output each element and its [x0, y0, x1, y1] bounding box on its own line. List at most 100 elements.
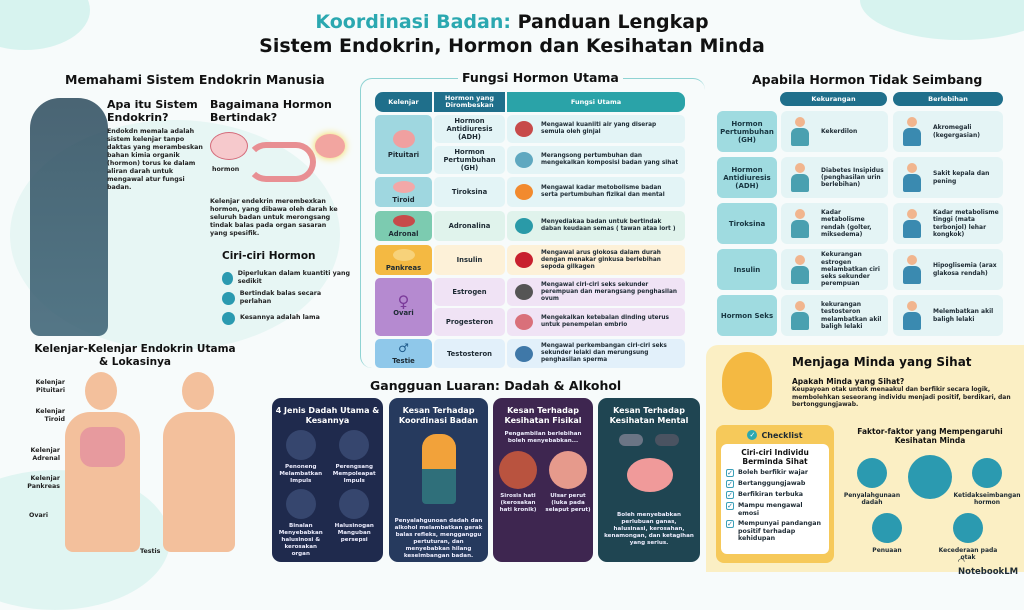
check-circle-icon: ✓: [747, 430, 758, 440]
checklist-card: ✓Checklist Ciri-ciri Individu Berminda S…: [716, 425, 834, 563]
hormone-progesteron: Progesteron: [434, 308, 505, 336]
human-body-illustration: [30, 98, 108, 336]
imbalance-row-label: Hormon Pertumbuhan (GH): [717, 111, 777, 152]
gland-tiroid: Tiroid: [375, 177, 432, 207]
notebooklm-logo-icon: ◠: [958, 557, 965, 567]
pill-icon: [857, 458, 887, 488]
thyroid-icon: [392, 180, 415, 193]
imbalance-row-label: Insulin: [717, 249, 777, 290]
blood-drop-icon: [515, 252, 533, 268]
person-icon: [903, 162, 921, 193]
brain-icon: [392, 130, 415, 148]
imbalance-deficit: Kekurangan estrogen melambatkan ciri sek…: [781, 249, 888, 290]
function-estrogen: Mengawal ciri-ciri seks sekunder perempu…: [507, 278, 685, 306]
function-insulin: Mengawal arus glokosa dalam durah dengan…: [507, 245, 685, 275]
checkbox-checked-icon: ✓: [726, 469, 734, 477]
label-tiroid: Kelenjar Tiroid: [35, 408, 65, 423]
checklist-item: ✓Boleh berfikir wajar: [726, 469, 809, 477]
label-testis: Testis: [140, 548, 161, 555]
hormone-estrogen: Estrogen: [434, 278, 505, 306]
imbalance-excess: Sakit kepala dan pening: [893, 157, 1003, 198]
coordination-card: Kesan Terhadap Koordinasi Badan Penyalah…: [389, 398, 488, 562]
header-excess: Berlebihan: [893, 92, 1003, 106]
imbalance-excess: Kadar metabolisme tinggi (mata terbonjol…: [893, 203, 1003, 244]
front-body-illustration: [50, 372, 160, 552]
back-body-illustration: [160, 372, 240, 552]
checkbox-checked-icon: ✓: [726, 480, 734, 488]
checklist-item: ✓Berfikiran terbuka: [726, 491, 804, 499]
brain-storm-icon: [619, 434, 679, 494]
label-ovari: Ovari: [29, 512, 48, 519]
imbalance-deficit: Diabetes Insipidus (penghasilan urin ber…: [781, 157, 888, 198]
elderly-person-icon: [872, 513, 902, 543]
function-gh: Merangsong pertumbuhan dan mengekalkan k…: [507, 146, 685, 174]
hormone-testosteron: Testosteron: [434, 339, 505, 368]
kidney-icon: [392, 214, 415, 227]
droplet-icon: [222, 271, 233, 285]
header-deficit: Kekurangan: [780, 92, 887, 106]
factor-drugs: Penyalahgunaan dadah: [842, 458, 902, 506]
person-icon: [791, 116, 809, 147]
imbalance-excess: Melembatkan akil baligh lelaki: [893, 295, 1003, 336]
gland-pankreas: Pankreas: [375, 245, 432, 275]
function-adrenalina: Menyediakaa badan untuk bertindak daban …: [507, 211, 685, 241]
how-section: Bagaimana Hormon Bertindak? hormon Kelen…: [210, 98, 350, 237]
person-icon: [791, 162, 809, 193]
stomach-icon: [549, 451, 587, 489]
kidney-icon: [515, 121, 533, 137]
hormone-adh: Hormon Antidiuresis (ADH): [434, 115, 505, 143]
col-header-function: Fungsi Utama: [507, 92, 685, 112]
function-testosteron: Mengawal perkembangan ciri-ciri seks sek…: [507, 339, 685, 368]
imbalance-row-label: Hormon Antidiuresis (ADH): [717, 157, 777, 198]
growth-icon: [515, 152, 533, 168]
medicine-bottle-icon: [285, 430, 316, 460]
imbalance-excess: Hipoglisemia (arax glakosa rendah): [893, 249, 1003, 290]
clock-icon: [222, 291, 235, 305]
hormone-insulin: Insulin: [434, 245, 505, 275]
label-pituitari: Kelenjar Pituitari: [35, 379, 65, 394]
person-icon: [791, 208, 809, 239]
checkbox-checked-icon: ✓: [726, 502, 734, 510]
mind-title: Menjaga Minda yang Sihat: [792, 355, 972, 369]
head-gears-icon: [722, 352, 772, 410]
imbalance-title: Apabila Hormon Tidak Seimbang: [752, 72, 983, 87]
medicine-bottle-icon: [972, 458, 1002, 488]
liver-icon: [499, 451, 537, 489]
imbalance-deficit: Kadar metabolisme rendah (golter, miksed…: [781, 203, 888, 244]
glands-map-title: Kelenjar-Kelenjar Endokrin Utama & Lokas…: [34, 343, 236, 368]
factor-hormone: Ketidakseimbangan hormon: [950, 458, 1024, 506]
function-tiroksina: Mengawal kadar metobolisme badan serta p…: [507, 177, 685, 207]
functions-title: Fungsi Hormon Utama: [458, 70, 623, 85]
drug-types-card: 4 Jenis Dadah Utama & Kesannya Penoneng …: [272, 398, 383, 562]
person-icon: [791, 254, 809, 285]
gland-pituitari: Pituitari: [375, 115, 432, 174]
male-symbol-icon: ♂: [398, 341, 409, 355]
head-injury-icon: [953, 513, 983, 543]
staggering-person-icon: [421, 434, 456, 504]
hormone-flow-illustration: hormon: [210, 132, 350, 187]
function-adh: Mengawal kuaniiti air yang diserap semul…: [507, 115, 685, 143]
hormone-adrenalina: Adronalina: [434, 211, 505, 241]
imbalance-row-label: Tiroksina: [717, 203, 777, 244]
factor-brain-injury: Kecederaan pada otak: [938, 513, 998, 561]
calendar-icon: [222, 311, 235, 325]
factor-aging: Penuaan: [862, 513, 912, 554]
gland-testie: ♂Testie: [375, 339, 432, 368]
what-section: Apa itu Sistem Endokrin? Endokdn memala …: [107, 98, 203, 191]
function-progesteron: Mengekalkan ketebalan dinding uterus unt…: [507, 308, 685, 336]
spray-can-icon: [285, 489, 316, 519]
drugs-title: Gangguan Luaran: Dadah & Alkohol: [370, 378, 622, 393]
checklist-item: ✓Mampu mengawal emosi: [726, 502, 803, 517]
imbalance-excess: Akromegali (kegergasian): [893, 111, 1003, 152]
gland-adrenal: Adronal: [375, 211, 432, 241]
notebooklm-watermark: ◠ NotebookLM: [958, 557, 1019, 577]
col-header-hormone: Hormon yang Dirombeskan: [434, 92, 505, 112]
pill-icon: [339, 430, 370, 460]
label-pankreas: Kelenjar Pankreas: [27, 475, 60, 490]
person-icon: [903, 208, 921, 239]
imbalance-deficit: kekurangan testosteron melambatkan akil …: [781, 295, 888, 336]
person-icon: [791, 300, 809, 331]
label-adrenal: Kelenjar Adrenal: [30, 447, 60, 462]
imbalance-row-label: Hormon Seks: [717, 295, 777, 336]
